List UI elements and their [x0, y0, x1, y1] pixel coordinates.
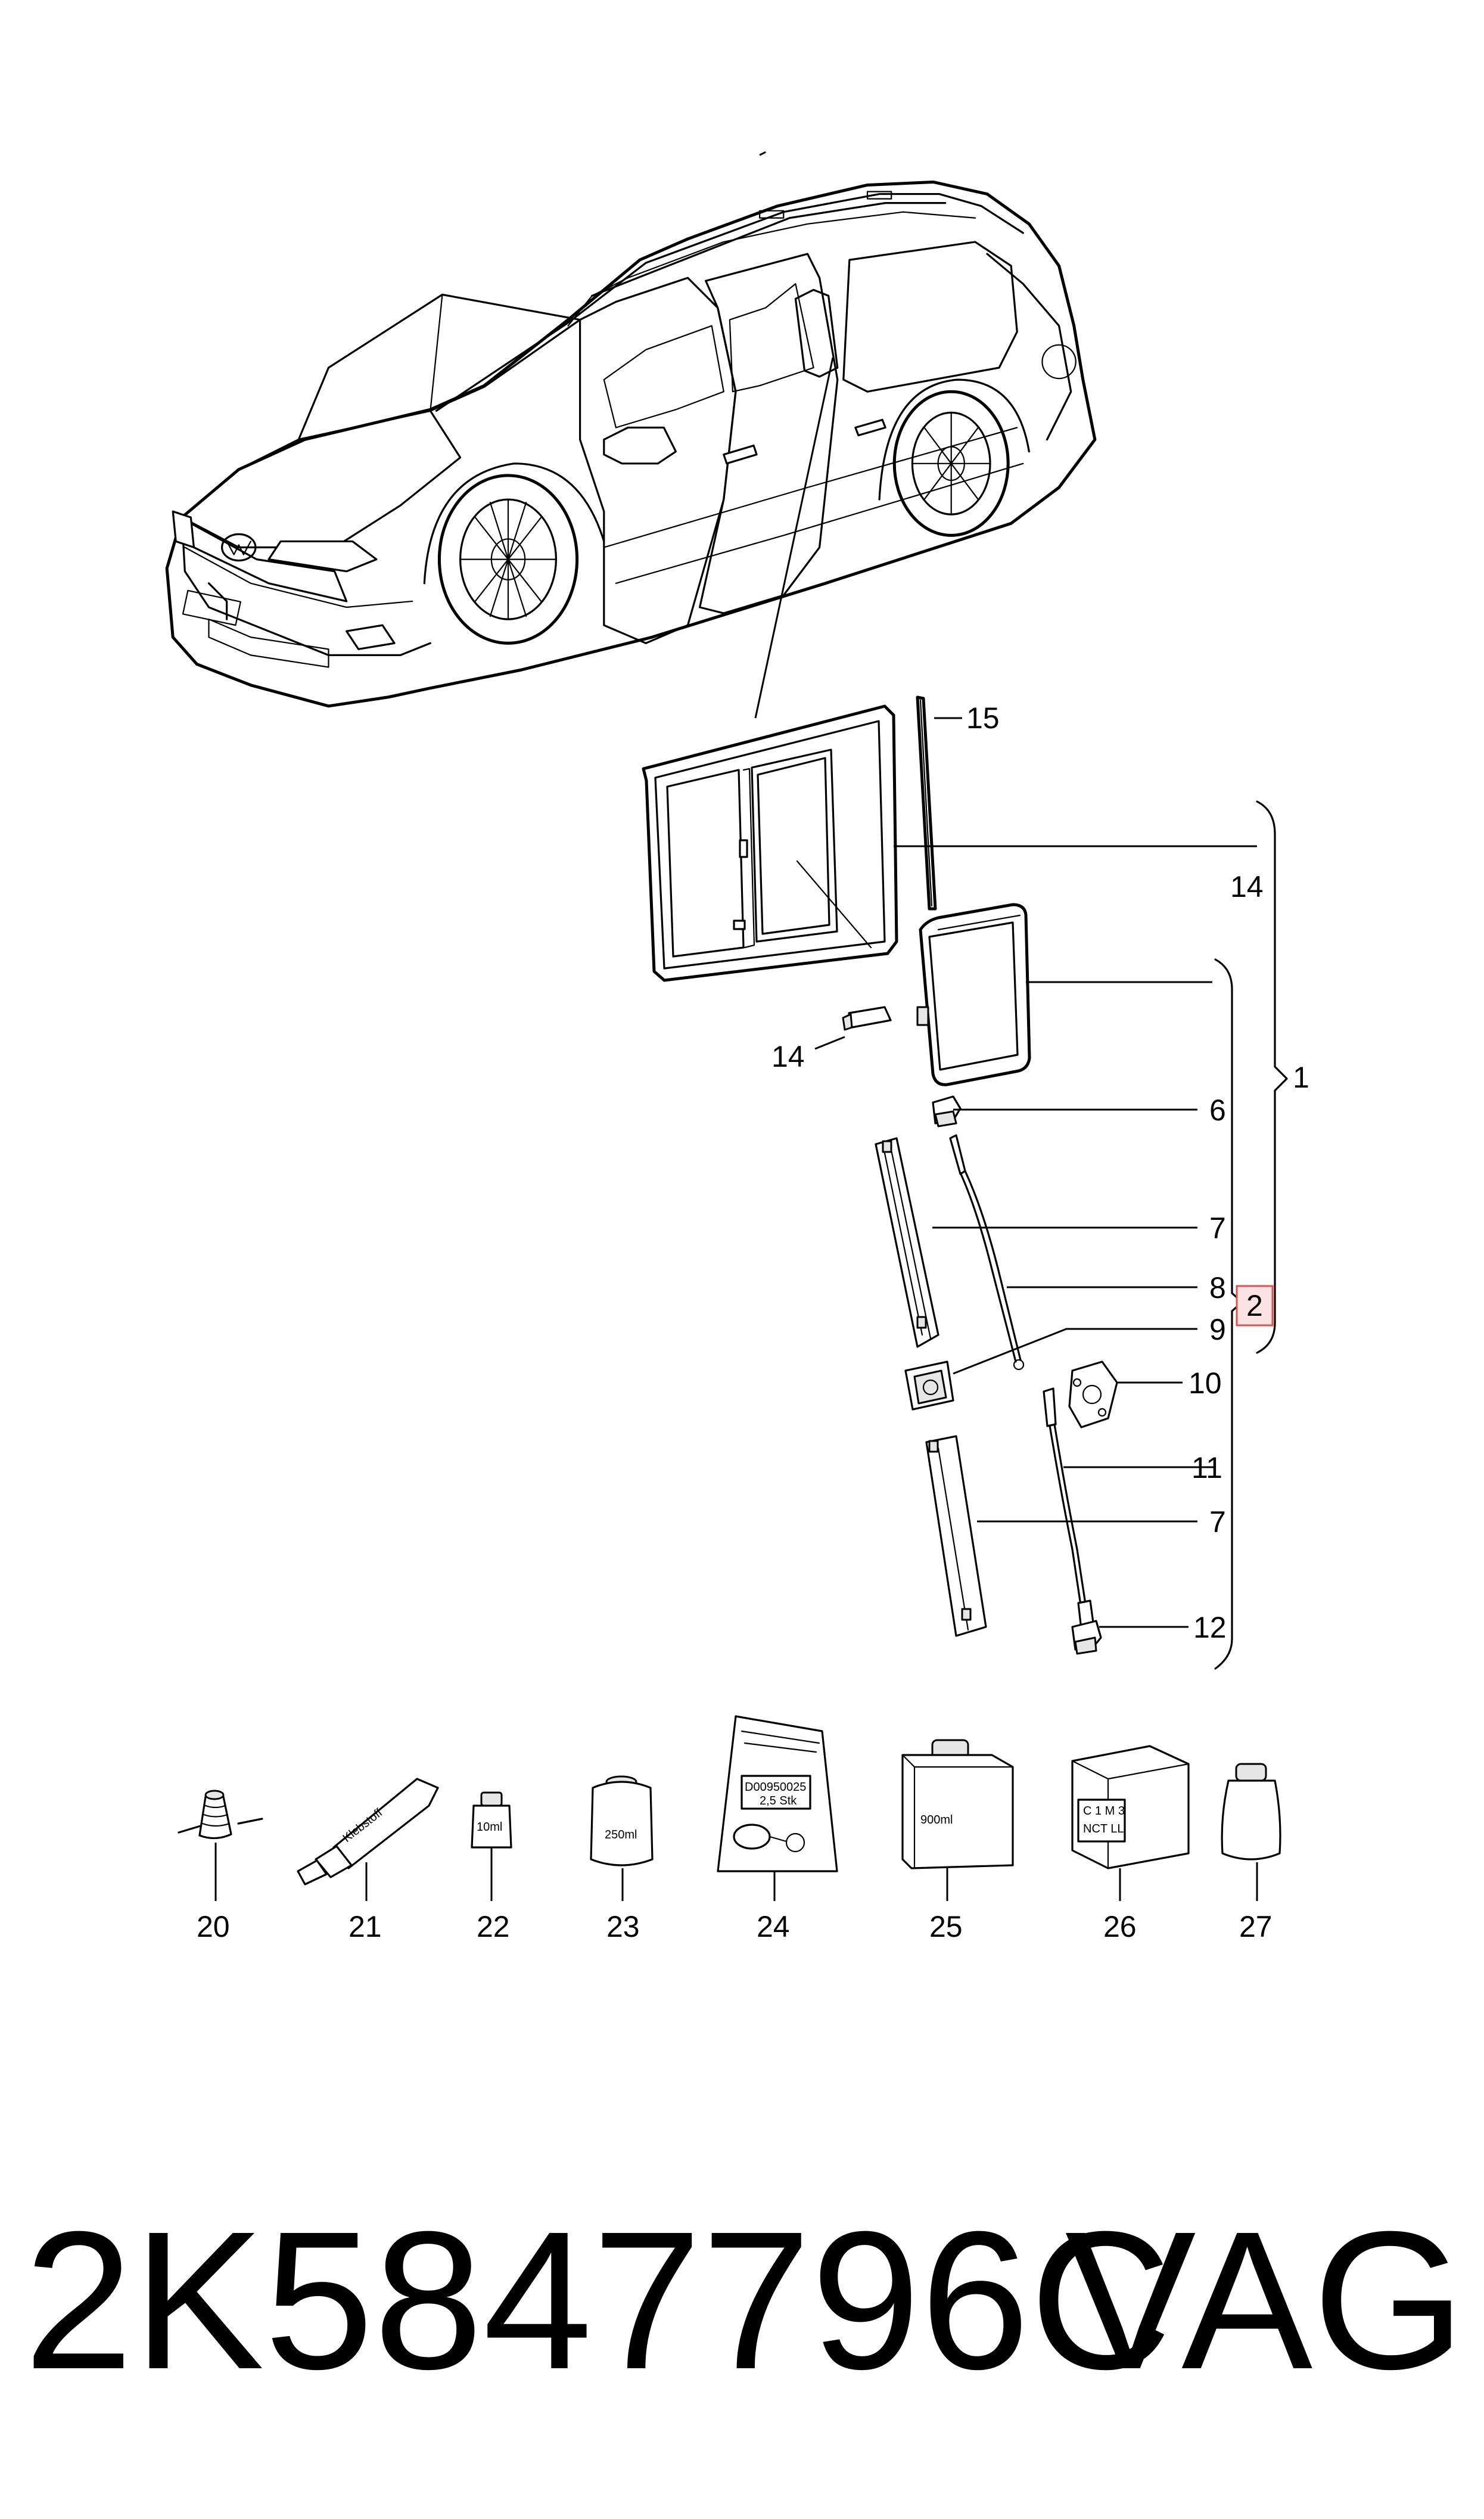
item-27-cartridge — [1221, 1763, 1281, 1901]
bracket-part-10 — [1068, 1361, 1118, 1428]
callout-2: 2 — [1246, 1289, 1263, 1322]
vehicle-illustration — [165, 151, 1097, 708]
kit-label-line2: NCT LL — [1083, 1822, 1124, 1835]
callout-23: 23 — [606, 1910, 640, 1943]
callout-numbers: 15 14 1 14 6 7 8 2 9 10 11 7 12 — [771, 701, 1309, 1644]
cable-rod-part-8 — [949, 1134, 1025, 1371]
callout-27: 27 — [1239, 1910, 1273, 1943]
leader-lines — [814, 717, 1257, 1628]
callout-11: 11 — [1191, 1451, 1222, 1484]
item-25-box: 900ml — [901, 1739, 1014, 1901]
callout-22: 22 — [477, 1910, 510, 1943]
item-22-small-bottle: 10ml — [471, 1791, 512, 1901]
part-number: 2K5847796C — [24, 2190, 1172, 2410]
callout-25: 25 — [929, 1910, 963, 1943]
latch-part-6 — [932, 1095, 962, 1128]
seal-strip — [916, 695, 937, 911]
guide-rail-upper — [875, 1137, 939, 1348]
callout-7-upper: 7 — [1209, 1212, 1226, 1245]
item-21-adhesive-tube: Klebstoff — [297, 1778, 439, 1901]
box-label: 900ml — [920, 1813, 953, 1827]
bag-label-line2: 2,5 Stk — [760, 1794, 797, 1807]
vehicle-to-window-leader — [754, 357, 834, 719]
callout-1: 1 — [1293, 1061, 1309, 1094]
callout-26: 26 — [1103, 1910, 1137, 1943]
consumable-callouts: 20 21 22 23 24 25 26 27 — [197, 1910, 1273, 1943]
callout-7-lower: 7 — [1209, 1505, 1226, 1539]
callout-14-upper: 14 — [1230, 870, 1264, 903]
brand-name: VAG — [1065, 2190, 1466, 2410]
sliding-glass-pane — [916, 903, 1031, 1086]
sliding-window-frame — [642, 704, 898, 982]
highlight-box — [1236, 1285, 1274, 1327]
callout-9: 9 — [1209, 1313, 1226, 1346]
item-23-can: 250ml — [590, 1775, 654, 1901]
lock-part-9 — [904, 1361, 954, 1411]
callout-8: 8 — [1209, 1271, 1226, 1304]
item-26-kit-box: C 1 M 3 NCT LL — [1071, 1745, 1190, 1901]
clip-part-12 — [1071, 1620, 1102, 1655]
guide-rail-lower — [925, 1435, 987, 1637]
callout-10: 10 — [1189, 1366, 1222, 1400]
footer: 2K5847796C VAG — [24, 2193, 1466, 2408]
group-brackets — [1214, 800, 1288, 1670]
callout-14-lower: 14 — [771, 1040, 805, 1073]
callout-12: 12 — [1193, 1611, 1227, 1644]
callout-20: 20 — [197, 1910, 230, 1943]
callout-24: 24 — [757, 1910, 790, 1943]
can-label: 250ml — [605, 1828, 637, 1841]
callout-21: 21 — [349, 1910, 382, 1943]
item-24-bag: D00950025 2,5 Stk — [717, 1715, 838, 1901]
kit-label-line1: C 1 M 3 — [1083, 1804, 1125, 1818]
item-20-sealant-cone — [178, 1790, 263, 1901]
callout-6: 6 — [1209, 1094, 1226, 1127]
callout-15: 15 — [966, 701, 1000, 735]
bag-label-line1: D00950025 — [745, 1781, 806, 1794]
small-bottle-label: 10ml — [477, 1821, 502, 1834]
clip-piece — [842, 1006, 892, 1031]
